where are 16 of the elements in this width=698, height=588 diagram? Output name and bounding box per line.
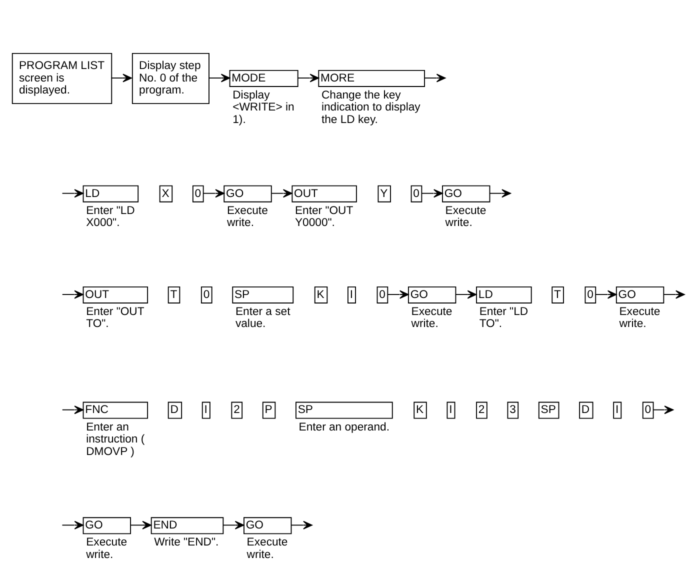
node-label: Execute write. [86, 536, 128, 560]
node-label: Enter "LD X000". [86, 204, 135, 229]
node-label: Execute write. [226, 204, 268, 229]
node-label: Change the key indication to display the LD key. [321, 88, 420, 126]
node-label: Enter an instruction ( DMOVP ) [86, 420, 145, 458]
node-label: Enter "LD TO". [479, 305, 528, 330]
node-label: Enter "OUT Y0000". [295, 204, 354, 229]
node-label: Enter "OUT TO". [86, 305, 144, 330]
node-label: Write "END". [154, 536, 219, 548]
node-label: Display <WRITE> in 1). [232, 88, 294, 126]
node-label: Execute write. [246, 536, 288, 560]
node-label: Execute write. [411, 305, 452, 330]
node-label: Execute write. [619, 305, 660, 330]
node-label: Enter a set value. [235, 305, 290, 330]
node-label: Enter an operand. [298, 420, 390, 433]
node-label: Execute write. [445, 204, 486, 229]
